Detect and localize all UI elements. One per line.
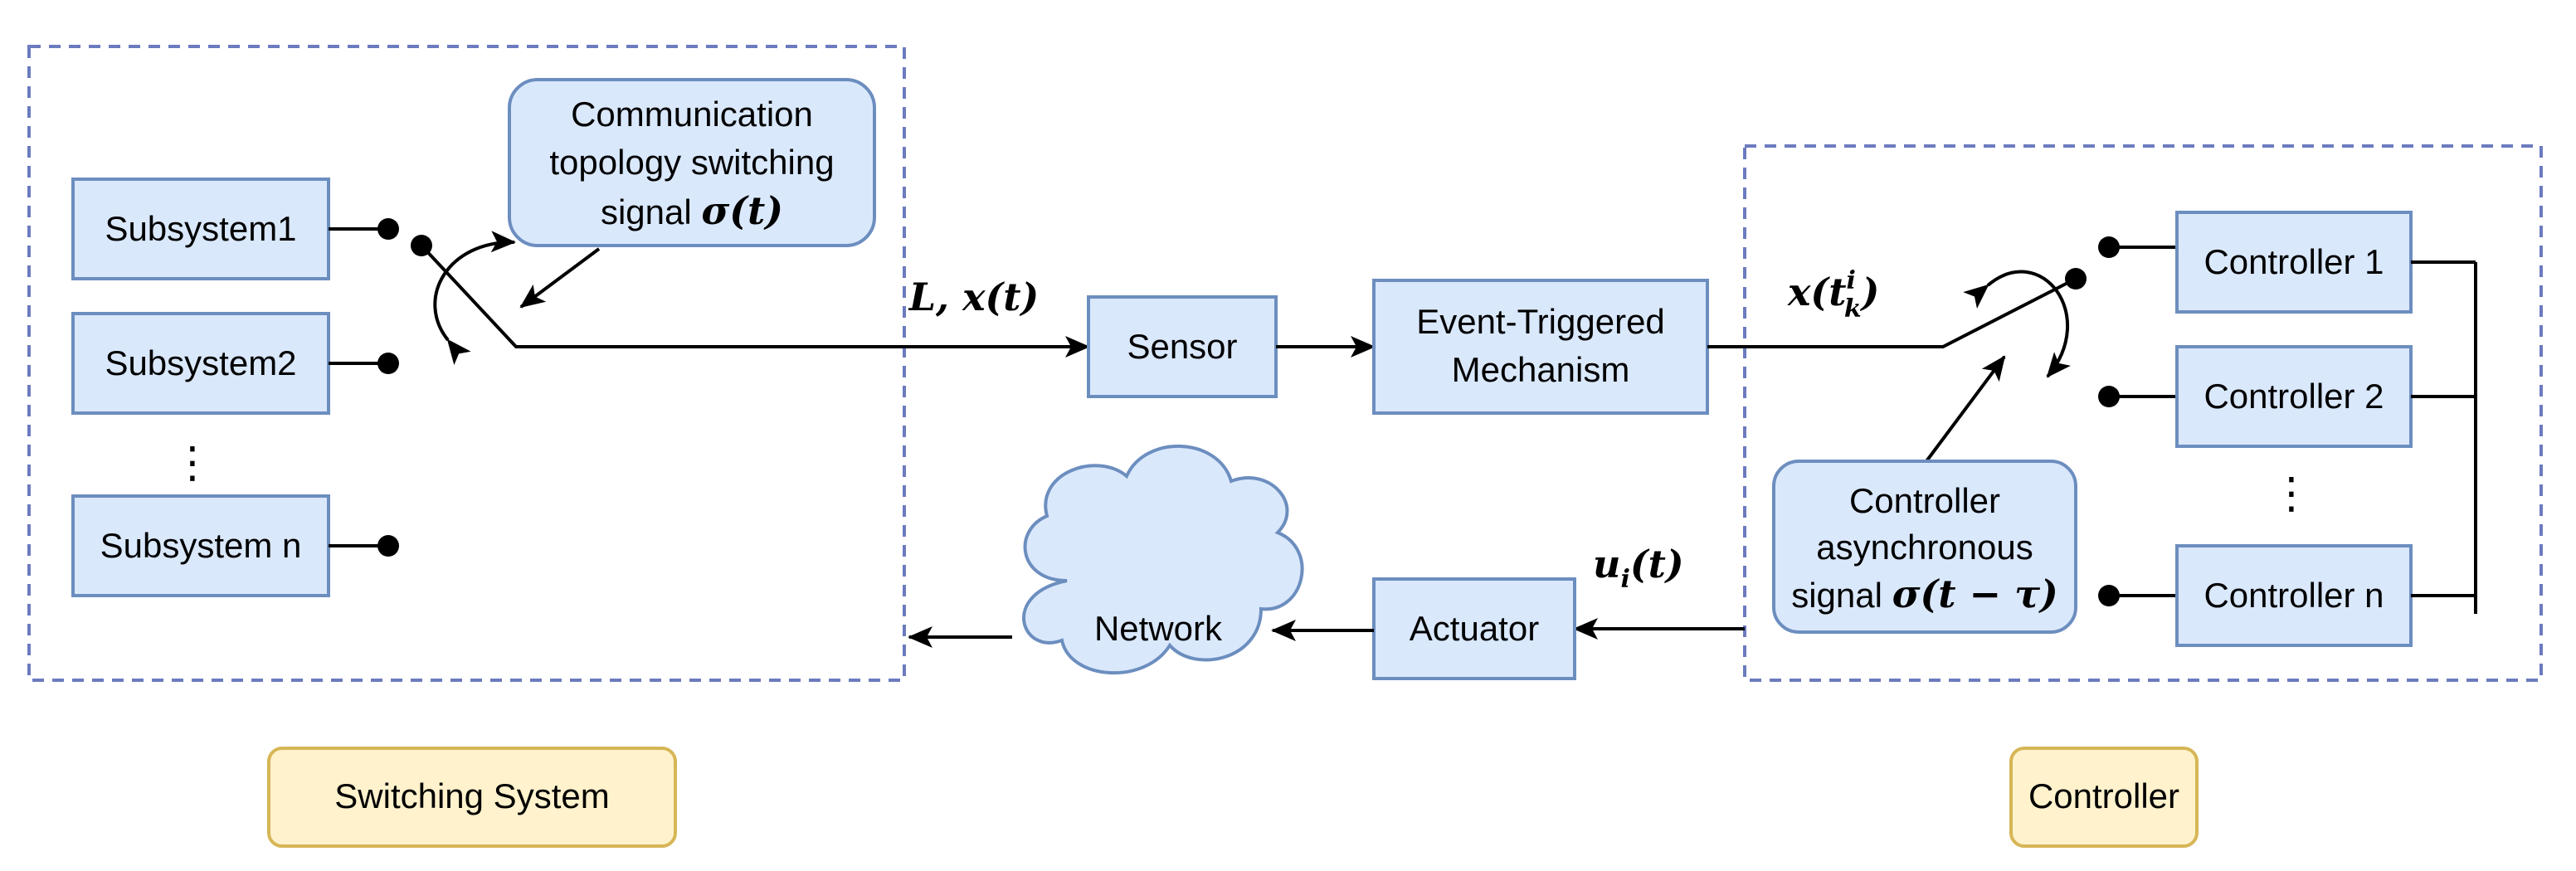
subsystem-ellipsis: ⋮ [171,439,214,487]
subsystem-1-label: Subsystem1 [105,209,296,248]
subsystem-n-box [71,494,330,597]
network-label: Network [1094,609,1223,648]
subsystem-2-label: Subsystem2 [105,343,296,382]
topology-signal-arrow [519,247,601,309]
etm-line2: Mechanism [1452,350,1630,389]
actuator-box [1372,577,1576,680]
async-signal-box [1772,460,2077,634]
controller-n-box [2175,544,2413,647]
controller-n-label: Controller n [2203,576,2384,615]
async-signal-line2: asynchronous [1816,528,2033,567]
subsystem-2-terminal [377,353,399,374]
async-signal-line3: signal σ(t − τ) [1791,572,2058,616]
right-switch-arm [1707,277,2077,348]
controller-label: Controller [2028,776,2179,815]
async-signal-arrow [1925,355,2006,463]
controller-1-box [2175,211,2413,314]
right-switch-rotation-arrow [1963,270,2071,378]
topology-signal-line1: Communication [571,95,813,134]
controller-2-box [2175,345,2413,448]
subsystem-2-box [71,312,330,415]
switching-system-label-box [267,747,677,848]
controller-1-label: Controller 1 [2203,242,2384,281]
controller-ellipsis: ⋮ [2270,470,2313,518]
topology-signal-line3: signal σ(t) [601,188,783,233]
switching-system-label: Switching System [334,776,609,815]
signal-label-ui: ui(t) [1593,542,1684,594]
right-switch-pivot [2065,268,2087,290]
etm-box [1372,279,1709,415]
signal-label-Lx: L, x(t) [908,275,1040,319]
actuator-label: Actuator [1410,609,1539,648]
controller-group [1743,144,2543,682]
subsystem-n-label: Subsystem n [100,526,302,565]
subsystem-n-terminal [377,535,399,557]
network-cloud [1022,444,1304,674]
topology-signal-line2: topology switching [549,143,834,182]
subsystem-1-terminal [377,218,399,240]
async-signal-line1: Controller [1849,481,2000,520]
controller-label-box [2009,747,2199,848]
etm-line1: Event-Triggered [1416,302,1665,341]
left-switch-rotation-arrow [433,231,516,365]
sensor-box [1087,295,1278,398]
sensor-label: Sensor [1127,327,1237,366]
topology-signal-box [508,78,876,247]
controller-2-label: Controller 2 [2203,377,2384,416]
